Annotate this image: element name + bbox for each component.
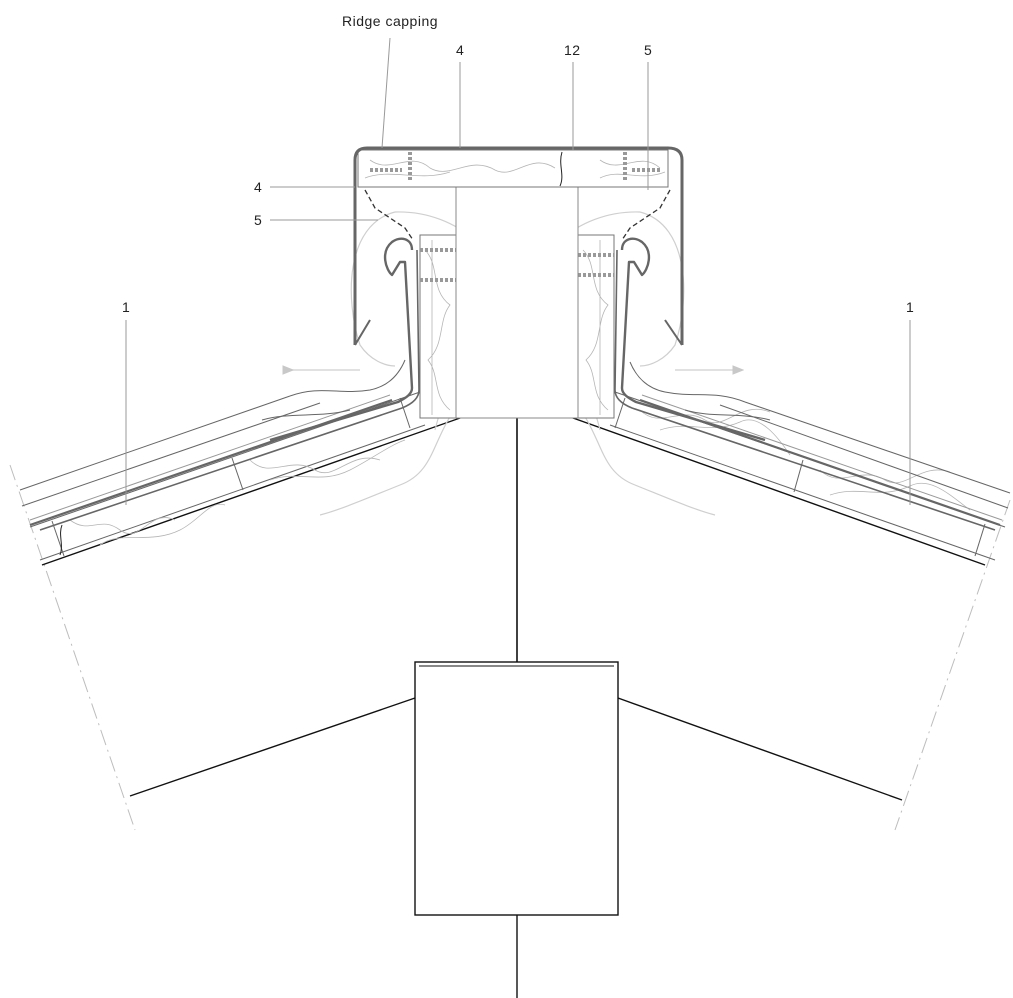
label-ridge-capping: Ridge capping bbox=[342, 13, 438, 29]
leader-lines bbox=[125, 37, 911, 505]
flashing-right bbox=[614, 237, 996, 531]
label-left-4: 4 bbox=[254, 179, 262, 195]
label-top-12: 12 bbox=[564, 42, 581, 58]
label-left-5: 5 bbox=[254, 212, 262, 228]
vent-opening bbox=[455, 186, 579, 419]
ridge-board bbox=[357, 149, 669, 188]
label-right-1: 1 bbox=[906, 299, 914, 315]
rafters bbox=[41, 397, 986, 998]
label-top-4: 4 bbox=[456, 42, 464, 58]
ridge-beam bbox=[414, 661, 619, 916]
roof-covering-right bbox=[629, 361, 1011, 527]
decking-left bbox=[29, 391, 426, 561]
flashing-left bbox=[39, 237, 420, 531]
roof-covering-left bbox=[19, 359, 406, 527]
ridge-battens bbox=[419, 234, 615, 419]
decking-right bbox=[609, 391, 1006, 561]
ridge-capping bbox=[353, 146, 684, 346]
membrane-dashed bbox=[364, 189, 671, 241]
label-top-5: 5 bbox=[644, 42, 652, 58]
labels: Ridge capping 4 12 5 4 5 1 1 bbox=[122, 13, 914, 315]
label-left-1: 1 bbox=[122, 299, 130, 315]
